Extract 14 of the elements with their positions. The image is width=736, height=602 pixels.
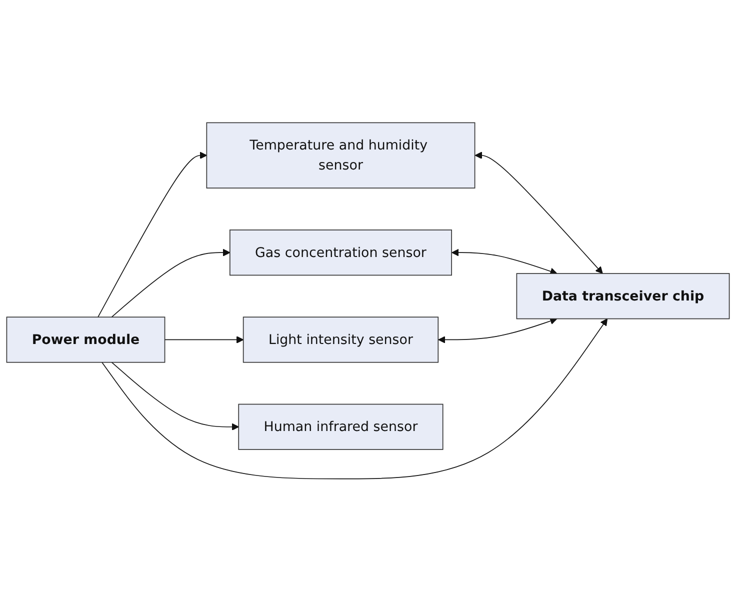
- arrow: [164, 336, 244, 344]
- arrow: [111, 249, 230, 318]
- node-box: Light intensity sensor: [242, 316, 439, 363]
- arrow: [438, 318, 558, 344]
- arrow: [452, 249, 558, 276]
- arrow: [98, 152, 207, 318]
- node-box: Gas concentration sensor: [230, 230, 452, 276]
- node-box: Power module: [6, 316, 166, 363]
- arrow: [102, 318, 608, 480]
- node-box: Temperature and humidity sensor: [206, 122, 476, 189]
- arrow: [111, 362, 239, 431]
- arrow: [474, 152, 603, 274]
- node-box: Data transceiver chip: [516, 273, 730, 320]
- node-box: Human infrared sensor: [238, 404, 444, 450]
